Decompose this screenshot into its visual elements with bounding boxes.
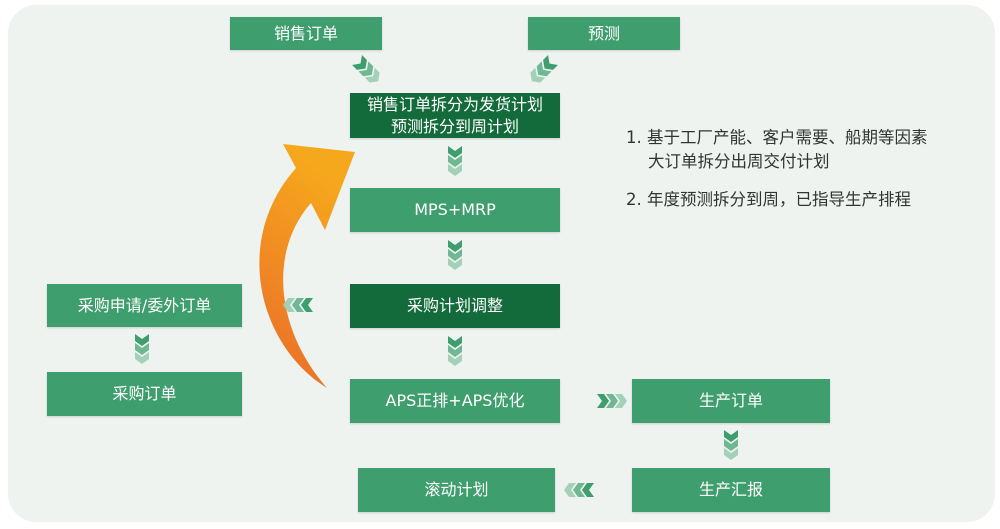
chevron-icon (724, 448, 738, 460)
purchase-request-box: 采购申请/委外订单 (47, 284, 242, 327)
chevron-icon (530, 67, 546, 83)
production-order-box: 生产订单 (632, 379, 830, 423)
chevron-icon (536, 61, 552, 77)
adjust-to-request-chevrons (283, 298, 313, 312)
chevron-icon (301, 298, 313, 312)
chevron-icon (448, 249, 462, 261)
rolling-plan-box: 滚动计划 (358, 468, 555, 512)
chevron-icon (448, 155, 462, 167)
chevron-icon (448, 164, 462, 176)
note-item: 1. 基于工厂产能、客户需要、船期等因素 大订单拆分出周交付计划 (626, 126, 928, 174)
production-order-label: 生产订单 (698, 391, 763, 410)
background-panel (8, 5, 995, 522)
sales-order-label: 销售订单 (273, 23, 338, 43)
chevron-icon (352, 55, 367, 70)
report-to-rolling-chevrons (564, 483, 594, 497)
chevron-icon (543, 55, 558, 70)
forecast-to-split-chevrons (530, 55, 558, 83)
chevron-icon (292, 298, 304, 312)
chevron-icon (724, 439, 738, 451)
chevron-icon (564, 483, 576, 497)
split-plan-line1: 销售订单拆分为发货计划 (366, 94, 543, 114)
forecast-box: 预测 (528, 17, 680, 50)
chevron-icon (358, 61, 374, 77)
chevron-icon (448, 258, 462, 270)
note-1-line2: 大订单拆分出周交付计划 (648, 152, 830, 171)
split-plan-line2: 预测拆分到周计划 (390, 116, 519, 136)
sales-to-split-chevrons (352, 55, 380, 83)
chevron-icon (448, 354, 462, 366)
chevron-icon (573, 483, 585, 497)
prodorder-to-report-chevrons (724, 430, 738, 460)
chevron-icon (135, 352, 149, 364)
note-2-line1: 2. 年度预测拆分到周，已指导生产排程 (626, 190, 911, 209)
chevron-icon (615, 394, 627, 408)
split-to-mps-chevrons (448, 146, 462, 176)
production-report-label: 生产汇报 (698, 480, 763, 499)
chevron-icon (724, 430, 738, 442)
purchase-plan-adjust-box: 采购计划调整 (350, 284, 560, 328)
feedback-curved-arrow (259, 144, 355, 388)
aps-to-prodorder-chevrons (597, 394, 627, 408)
mps-to-adjust-chevrons (448, 240, 462, 270)
purchase-order-box: 采购订单 (47, 372, 242, 416)
aps-label: APS正排+APS优化 (385, 391, 525, 410)
chevron-icon (597, 394, 609, 408)
purchase-order-label: 采购订单 (112, 384, 177, 403)
chevron-icon (135, 343, 149, 355)
note-1-line1: 1. 基于工厂产能、客户需要、船期等因素 (626, 128, 928, 147)
adjust-to-aps-chevrons (448, 336, 462, 366)
chevron-icon (606, 394, 618, 408)
chevron-icon (364, 67, 380, 83)
split-plan-box: 销售订单拆分为发货计划 预测拆分到周计划 (350, 93, 560, 138)
aps-box: APS正排+APS优化 (350, 379, 560, 423)
chevron-icon (582, 483, 594, 497)
mps-mrp-label: MPS+MRP (414, 200, 496, 219)
chevron-icon (448, 345, 462, 357)
purchase-plan-adjust-label: 采购计划调整 (406, 296, 503, 315)
note-item: 2. 年度预测拆分到周，已指导生产排程 (626, 188, 928, 212)
notes-list: 1. 基于工厂产能、客户需要、船期等因素 大订单拆分出周交付计划 2. 年度预测… (626, 126, 928, 226)
chevron-icon (448, 146, 462, 158)
chevron-icon (448, 336, 462, 348)
chevron-icon (448, 240, 462, 252)
request-to-po-chevrons (135, 334, 149, 364)
rolling-plan-label: 滚动计划 (424, 480, 489, 499)
purchase-request-label: 采购申请/委外订单 (77, 295, 212, 315)
chevron-icon (135, 334, 149, 346)
chevron-icon (283, 298, 295, 312)
production-report-box: 生产汇报 (632, 468, 830, 512)
mps-mrp-box: MPS+MRP (350, 188, 560, 232)
forecast-label: 预测 (587, 23, 620, 43)
sales-order-box: 销售订单 (230, 17, 382, 50)
